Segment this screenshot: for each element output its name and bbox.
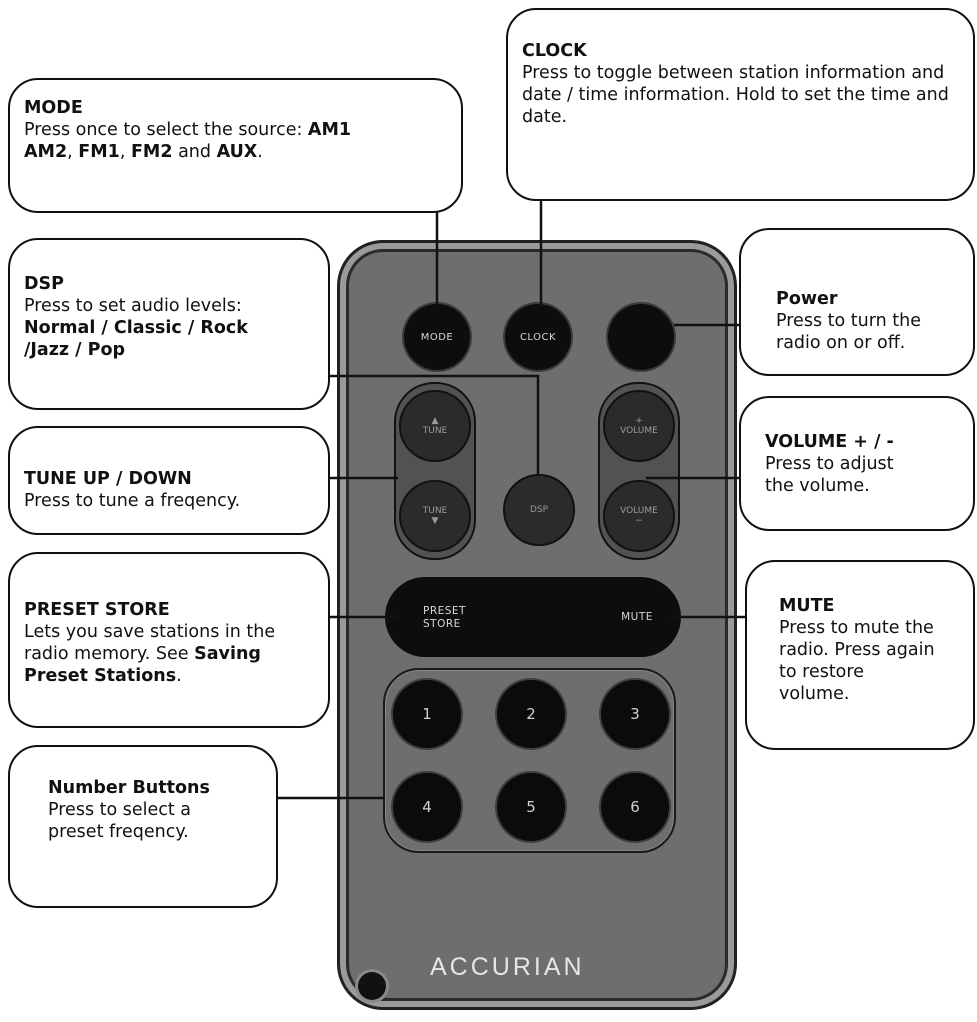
- source-aux: AUX: [217, 142, 258, 162]
- clock-callout-body: Press to toggle between station informat…: [522, 63, 949, 127]
- mode-callout: MODE Press once to select the source: AM…: [8, 78, 463, 213]
- preset-callout: PRESET STORE Lets you save stations in t…: [8, 552, 330, 728]
- power-callout-body: Press to turn the radio on or off.: [776, 311, 921, 353]
- dsp-callout: DSP Press to set audio levels: Normal / …: [8, 238, 330, 410]
- volume-callout-title: VOLUME + / -: [765, 431, 959, 453]
- volume-callout-body: Press to adjust the volume.: [765, 453, 915, 497]
- mode-sep: ,: [120, 142, 131, 162]
- mute-callout: MUTE Press to mute the radio. Press agai…: [745, 560, 975, 750]
- source-fm1: FM1: [78, 142, 120, 162]
- source-am2: AM2: [24, 142, 67, 162]
- mute-callout-title: MUTE: [779, 595, 959, 617]
- preset-callout-title: PRESET STORE: [24, 599, 314, 621]
- preset-end: .: [176, 666, 182, 686]
- mode-and: and: [173, 142, 217, 162]
- mode-end: .: [257, 142, 263, 162]
- dsp-callout-title: DSP: [24, 273, 314, 295]
- power-callout-title: Power: [776, 288, 959, 310]
- dsp-levels: Normal / Classic / Rock /Jazz / Pop: [24, 317, 279, 361]
- mode-sep: ,: [67, 142, 78, 162]
- dsp-leader-line: [330, 376, 538, 474]
- tune-callout: TUNE UP / DOWN Press to tune a freqency.: [8, 426, 330, 535]
- numbers-callout: Number Buttons Press to select a preset …: [8, 745, 278, 908]
- dsp-callout-lead: Press to set audio levels:: [24, 296, 242, 316]
- tune-callout-title: TUNE UP / DOWN: [24, 468, 314, 490]
- source-am1: AM1: [308, 120, 351, 140]
- volume-callout: VOLUME + / - Press to adjust the volume.: [739, 396, 975, 531]
- tune-callout-body: Press to tune a freqency.: [24, 491, 240, 511]
- mode-callout-lead: Press once to select the source:: [24, 120, 308, 140]
- mode-callout-title: MODE: [24, 97, 447, 119]
- mute-callout-body: Press to mute the radio. Press again to …: [779, 617, 939, 705]
- source-fm2: FM2: [131, 142, 173, 162]
- clock-callout-title: CLOCK: [522, 40, 963, 62]
- numbers-callout-title: Number Buttons: [48, 777, 262, 799]
- clock-callout: CLOCK Press to toggle between station in…: [506, 8, 975, 201]
- numbers-callout-body: Press to select a preset freqency.: [48, 799, 228, 843]
- power-callout: Power Press to turn the radio on or off.: [739, 228, 975, 376]
